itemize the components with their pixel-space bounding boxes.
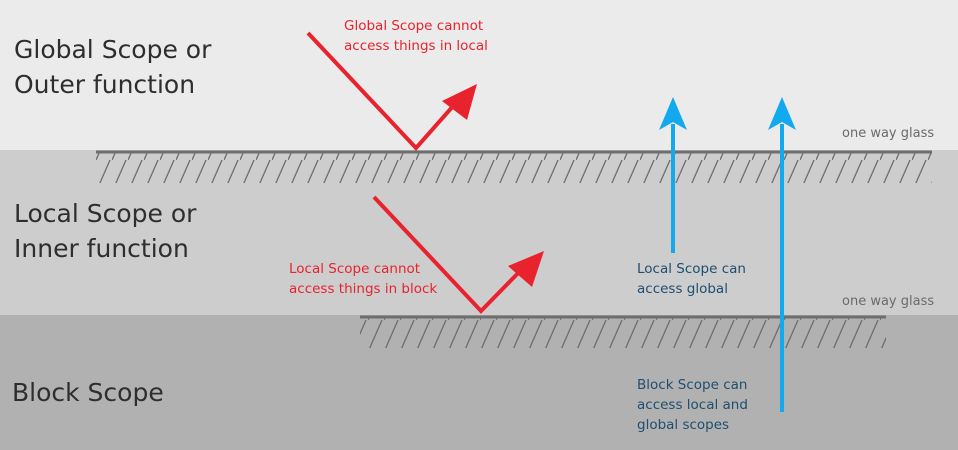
upper-one-way-glass <box>96 150 932 183</box>
local-cannot-line1: Local Scope cannot <box>289 261 421 277</box>
block-scope-title: Block Scope <box>12 375 164 410</box>
global-scope-region <box>0 0 958 150</box>
block-can-line3: global scopes <box>637 417 730 433</box>
local-scope-title-line1: Local Scope or <box>14 199 197 228</box>
global-cannot-line1: Global Scope cannot <box>344 18 484 34</box>
lower-glass-label: one way glass <box>842 294 935 309</box>
block-can-line2: access local and <box>637 397 748 413</box>
local-scope-title-line2: Inner function <box>14 234 189 263</box>
block-to-global-arrow <box>768 97 796 412</box>
local-can-line2: access global <box>637 281 728 297</box>
local-to-global-arrow <box>659 97 687 253</box>
global-blocked-arrow <box>306 31 477 151</box>
global-scope-title-line2: Outer function <box>14 70 196 99</box>
block-can-access-note: Block Scope can access local and global … <box>637 375 748 435</box>
global-cannot-access-note: Global Scope cannot access things in loc… <box>344 16 488 56</box>
lower-one-way-glass <box>360 315 886 348</box>
upper-glass-label: one way glass <box>842 126 935 141</box>
local-blocked-arrow <box>372 195 544 314</box>
local-can-access-note: Local Scope can access global <box>637 259 746 299</box>
global-cannot-line2: access things in local <box>344 38 488 54</box>
local-cannot-line2: access things in block <box>289 281 438 297</box>
global-scope-title-line1: Global Scope or <box>14 35 212 64</box>
local-scope-title: Local Scope or Inner function <box>14 196 196 266</box>
block-scope-title-line1: Block Scope <box>12 378 164 407</box>
block-can-line1: Block Scope can <box>637 377 748 393</box>
local-can-line1: Local Scope can <box>637 261 746 277</box>
local-cannot-access-note: Local Scope cannot access things in bloc… <box>289 259 437 299</box>
global-scope-title: Global Scope or Outer function <box>14 32 211 102</box>
